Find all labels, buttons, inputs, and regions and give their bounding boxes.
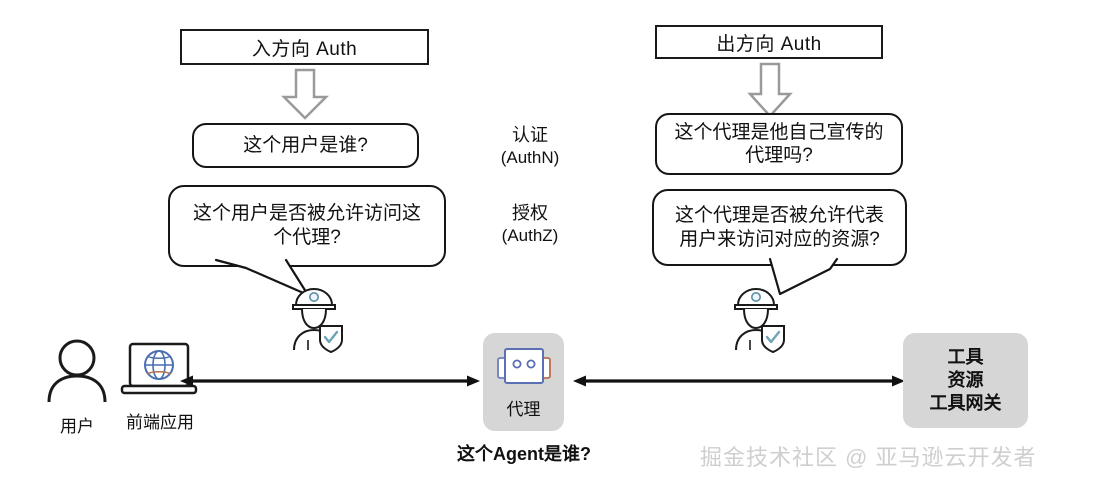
authz-cn-label: 授权 xyxy=(512,203,548,223)
inbound-authz-line1: 这个用户是否被允许访问这 xyxy=(192,203,421,225)
tools-line-1: 工具 xyxy=(947,346,984,367)
outbound-security-guard-icon xyxy=(726,284,792,354)
outbound-authz-line2: 用户来访问对应的资源? xyxy=(679,228,880,250)
outbound-authz-bubble: 这个代理是否被允许代表 用户来访问对应的资源? xyxy=(652,189,907,299)
robot-agent-icon xyxy=(493,345,555,393)
outbound-authz-bubble-tail xyxy=(652,256,907,298)
outbound-authn-question-box: 这个代理是他自己宣传的 代理吗? xyxy=(655,113,903,175)
inbound-authz-bubble: 这个用户是否被允许访问这 个代理? xyxy=(168,185,446,300)
inbound-authz-bubble-tail xyxy=(168,257,446,299)
authz-center-label: 授权 (AuthZ) xyxy=(470,203,590,246)
watermark-label: 掘金技术社区 @ 亚马逊云开发者 xyxy=(700,445,1037,470)
authn-cn-label: 认证 xyxy=(512,125,548,145)
inbound-down-arrow-icon xyxy=(279,68,331,120)
inbound-header-label: 入方向 Auth xyxy=(251,38,358,60)
outbound-header-label: 出方向 Auth xyxy=(716,33,822,55)
outbound-authn-line2: 代理吗? xyxy=(745,145,813,166)
outbound-down-arrow-icon xyxy=(745,62,795,118)
agent-to-tools-arrow xyxy=(573,370,905,392)
inbound-authz-bubble-body: 这个用户是否被允许访问这 个代理? xyxy=(168,185,446,267)
outbound-authn-line1: 这个代理是他自己宣传的 xyxy=(674,121,884,143)
tools-node-box: 工具 资源 工具网关 xyxy=(903,333,1028,428)
outbound-authz-line1: 这个代理是否被允许代表 xyxy=(674,204,884,226)
agent-inner-label: 代理 xyxy=(506,399,541,419)
authn-en-label: (AuthN) xyxy=(500,147,560,167)
agent-caption-label: 这个Agent是谁? xyxy=(457,444,591,464)
frontend-label: 前端应用 xyxy=(126,413,194,432)
inbound-security-guard-icon xyxy=(284,284,350,354)
user-person-icon xyxy=(46,338,108,404)
tools-line-3: 工具网关 xyxy=(929,393,1002,414)
authn-center-label: 认证 (AuthN) xyxy=(470,125,590,168)
inbound-authn-question-label: 这个用户是谁? xyxy=(243,134,368,156)
laptop-globe-icon xyxy=(120,342,198,400)
inbound-header-box: 入方向 Auth xyxy=(180,29,429,65)
outbound-header-box: 出方向 Auth xyxy=(655,25,883,59)
user-label: 用户 xyxy=(60,417,94,436)
inbound-authz-line2: 个代理? xyxy=(273,227,341,248)
authz-en-label: (AuthZ) xyxy=(501,225,559,245)
inbound-authn-question-box: 这个用户是谁? xyxy=(192,123,419,168)
tools-line-2: 资源 xyxy=(947,369,984,390)
outbound-authz-bubble-body: 这个代理是否被允许代表 用户来访问对应的资源? xyxy=(652,189,907,266)
user-to-agent-arrow xyxy=(180,370,480,392)
agent-node-box: 代理 xyxy=(483,333,564,431)
